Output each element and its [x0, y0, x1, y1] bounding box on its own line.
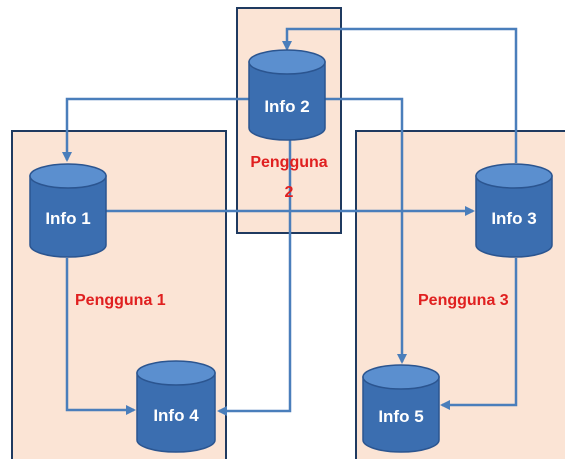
info-2-label: Info 2 [264, 97, 309, 116]
arrow-info2-to-info4 [217, 140, 292, 416]
arrow-info2-to-info1 [62, 97, 249, 162]
info-5-database-icon: Info 5 [362, 364, 440, 453]
arrow-info3-to-info5 [440, 258, 518, 410]
info-4-database-icon: Info 4 [136, 360, 216, 453]
info-1-database-icon: Info 1 [29, 163, 107, 258]
user-3-label: Pengguna 3 [418, 292, 509, 309]
arrow-info2-to-info5 [324, 97, 407, 364]
user-2-label-line1: Pengguna [250, 154, 327, 171]
user-1-label: Pengguna 1 [75, 292, 166, 309]
info-3-database-icon: Info 3 [475, 163, 553, 258]
info-4-label: Info 4 [153, 406, 199, 425]
info-2-database-icon: Info 2 [248, 49, 326, 141]
info-3-label: Info 3 [491, 209, 536, 228]
info-5-label: Info 5 [378, 407, 423, 426]
info-1-label: Info 1 [45, 209, 90, 228]
arrow-info3-to-info2 [282, 27, 518, 163]
arrow-info1-to-info4 [65, 258, 136, 415]
user-2-label-line2: 2 [285, 184, 294, 201]
